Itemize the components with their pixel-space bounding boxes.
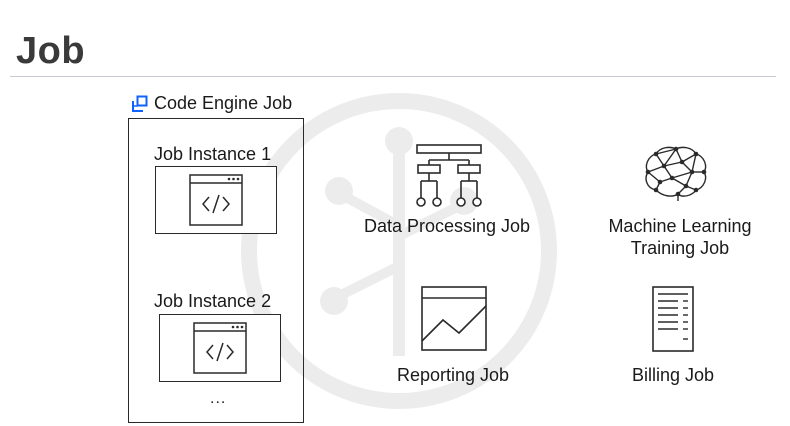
- ml-training-job-label: Machine Learning Training Job: [580, 215, 780, 259]
- ml-training-job-label-line1: Machine Learning: [608, 216, 752, 236]
- document-list-icon: [652, 286, 694, 352]
- code-engine-job-container: [128, 118, 304, 423]
- ml-training-job-label-line2: Training Job: [630, 238, 730, 258]
- more-instances-ellipsis: ...: [210, 390, 227, 407]
- code-engine-job-header: Code Engine Job: [130, 93, 292, 114]
- title-divider: [10, 76, 776, 77]
- hierarchy-icon: [416, 144, 482, 207]
- watermark-logo-icon: [241, 93, 557, 409]
- code-engine-job-icon: [132, 95, 148, 112]
- line-chart-icon: [421, 286, 487, 351]
- neural-brain-icon: [645, 146, 707, 201]
- code-engine-job-label: Code Engine Job: [154, 93, 293, 113]
- reporting-job-label: Reporting Job: [396, 365, 510, 385]
- data-processing-job-label: Data Processing Job: [363, 216, 531, 236]
- code-window-icon: [193, 322, 247, 374]
- job-instance-1-label: Job Instance 1: [154, 144, 272, 164]
- code-window-icon: [189, 174, 243, 226]
- billing-job-label: Billing Job: [631, 365, 715, 385]
- page-title: Job: [16, 30, 86, 72]
- job-instance-2-label: Job Instance 2: [154, 291, 272, 311]
